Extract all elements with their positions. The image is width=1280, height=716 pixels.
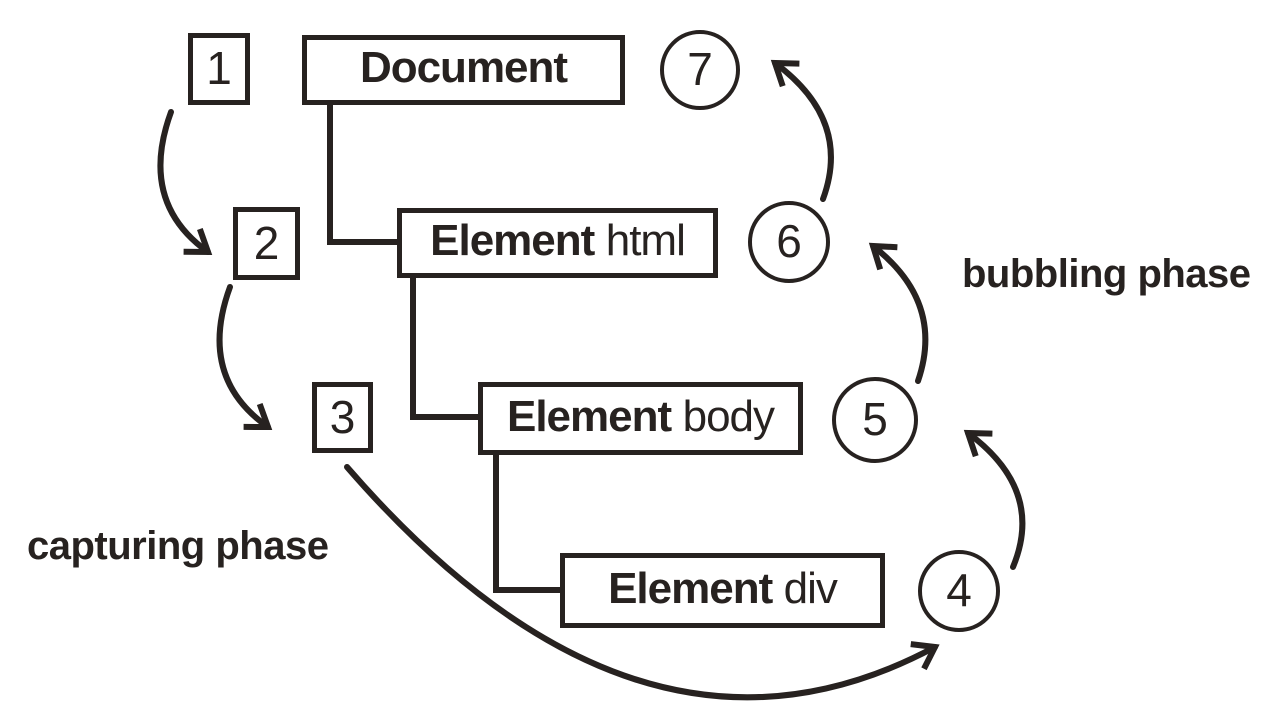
arrow-step3-to-step4 [344,464,940,701]
bubbling-phase-label: bubbling phase [962,252,1251,296]
capture-step-2-label: 2 [253,216,280,269]
bubble-step-7-marker: 7 [660,30,740,110]
node-document: Document [302,35,625,105]
bubble-step-7-label: 7 [687,43,713,95]
bubble-step-5-label: 5 [862,393,888,445]
node-document-label: Document [359,43,568,92]
capture-step-3-marker: 3 [312,382,373,453]
bubble-step-4-label: 4 [946,564,972,616]
arrow-step6-to-step7 [770,59,834,202]
arrow-step2-to-step3 [216,284,273,431]
capture-step-3-label: 3 [329,390,356,443]
capturing-phase-label: capturing phase [27,524,329,568]
capture-step-1-marker: 1 [188,33,250,105]
connector-html-body [410,276,478,420]
arrow-step1-to-step2 [157,109,213,256]
connector-document-html [327,103,397,245]
arrow-step5-to-step6 [868,242,929,384]
bubble-step-6-label: 6 [776,215,802,267]
connector-body-div [493,453,560,593]
bubble-step-5-marker: 5 [832,377,918,463]
bubble-step-6-marker: 6 [748,201,830,283]
capture-step-2-marker: 2 [233,207,300,280]
capture-step-1-label: 1 [206,42,232,94]
arrow-step4-to-step5 [963,429,1026,570]
bubble-step-4-marker: 4 [918,550,1000,632]
